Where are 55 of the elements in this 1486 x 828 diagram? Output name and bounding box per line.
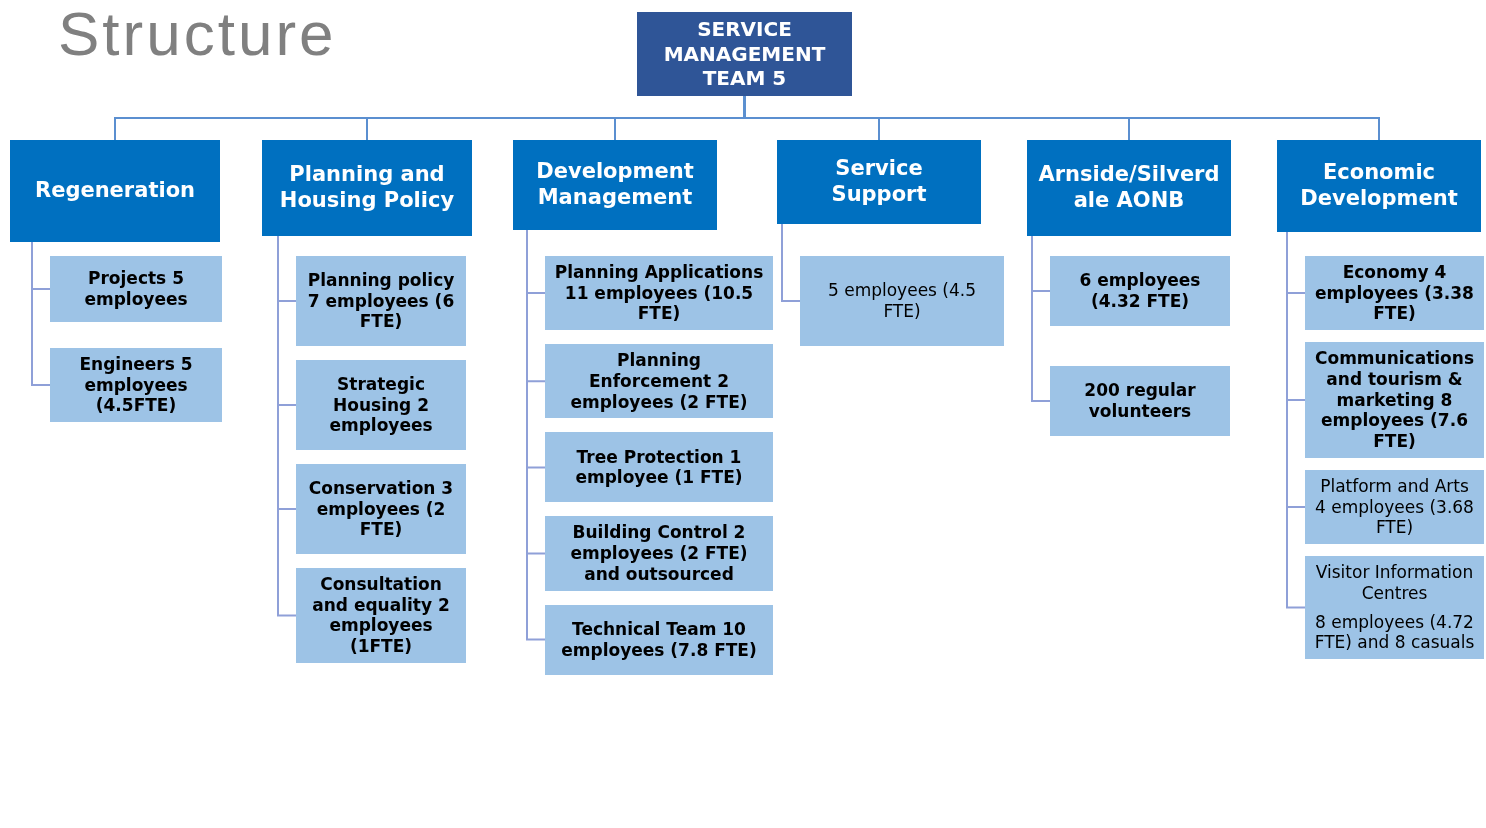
connector-line — [1031, 235, 1051, 402]
team-box — [1305, 556, 1484, 659]
box-text: SERVICE MANAGEMENT TEAM 5 — [662, 17, 827, 91]
team-box — [1050, 256, 1230, 326]
box-text: Tree Protection 1 employee (1 FTE) — [574, 446, 744, 489]
team-box — [545, 516, 773, 591]
team-box — [637, 12, 852, 96]
team-box — [50, 256, 222, 322]
box-text: Strategic Housing 2 employees — [328, 373, 434, 437]
department-box — [262, 140, 472, 236]
team-box — [545, 344, 773, 419]
box-text: 6 employees (4.32 FTE) — [1078, 270, 1202, 312]
connector-line — [781, 223, 801, 302]
box-subtext: 8 employees (4.72 FTE) and 8 casuals — [1313, 611, 1476, 653]
box-text: Service Support — [830, 156, 928, 208]
box-text: Arnside/Silverdale AONB — [1037, 162, 1221, 214]
team-box — [296, 568, 466, 663]
box-text: Visitor Information Centres — [1314, 562, 1475, 604]
department-box — [513, 140, 717, 230]
department-box — [1277, 140, 1481, 232]
box-text: Conservation 3 employees (2 FTE) — [307, 477, 455, 541]
department-box — [1027, 140, 1231, 236]
department-box — [777, 140, 981, 224]
team-box — [1305, 342, 1484, 458]
connector-line — [31, 241, 51, 387]
department-box — [10, 140, 220, 242]
box-text: Building Control 2 employees (2 FTE) and outsourced — [569, 522, 749, 585]
team-box — [800, 256, 1004, 346]
team-box — [50, 348, 222, 423]
box-text: Planning and Housing Policy — [278, 162, 456, 214]
box-text: Projects 5 employees — [83, 268, 189, 310]
box-text: Planning Enforcement 2 employees (2 FTE) — [569, 350, 749, 413]
box-text: 200 regular volunteers — [1083, 380, 1197, 422]
team-box — [1050, 366, 1230, 436]
box-text: Communications and tourism & marketing 8 employees (7.6 FTE) — [1314, 348, 1475, 452]
box-text: Technical Team 10 employees (7.8 FTE) — [560, 618, 758, 661]
box-text: Economy 4 employees (3.38 FTE) — [1314, 262, 1475, 325]
box-text: Planning Applications 11 employees (10.5 FTE) — [553, 262, 765, 325]
team-box — [296, 464, 466, 554]
team-box — [296, 360, 466, 450]
box-text: Consultation and equality 2 employees (1FTE) — [311, 574, 451, 657]
box-text: Engineers 5 employees (4.5FTE) — [78, 354, 194, 417]
page-title: Structure — [58, 0, 337, 69]
team-box — [1305, 469, 1484, 545]
team-box — [545, 604, 773, 675]
team-box — [296, 256, 466, 346]
box-text: Regeneration — [35, 178, 195, 204]
box-text: Economic Development — [1299, 160, 1459, 212]
team-box — [545, 432, 773, 503]
team-box — [1305, 256, 1484, 331]
box-text: 5 employees (4.5 FTE) — [826, 280, 978, 322]
box-text: Planning policy 7 employees (6 FTE) — [306, 269, 456, 333]
team-box — [545, 256, 773, 331]
box-text: Development Management — [535, 159, 695, 211]
box-text: Platform and Arts 4 employees (3.68 FTE) — [1314, 475, 1475, 539]
